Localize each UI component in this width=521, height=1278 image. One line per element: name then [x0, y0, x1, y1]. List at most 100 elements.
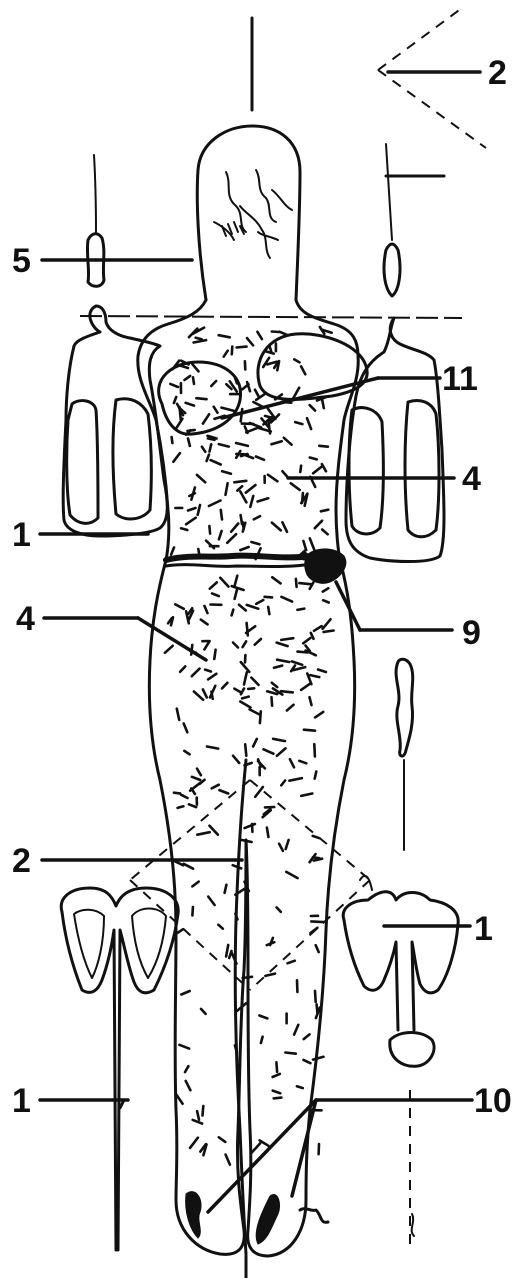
- hatch-mark: [321, 510, 328, 512]
- hatch-mark: [244, 672, 247, 684]
- hatch-mark: [313, 857, 319, 858]
- hatch-mark: [198, 549, 199, 557]
- hatch-mark: [174, 397, 176, 403]
- hatch-mark: [265, 597, 273, 598]
- hatch-mark: [185, 1066, 188, 1072]
- hatch-mark: [292, 661, 303, 664]
- hatch-mark: [295, 422, 302, 424]
- hatch-mark: [191, 488, 195, 500]
- hatch-mark: [218, 925, 223, 929]
- hatch-mark: [315, 772, 317, 779]
- hatch-mark: [197, 769, 201, 776]
- hatch-mark: [219, 335, 230, 337]
- hatch-mark: [300, 466, 301, 472]
- hatch-mark: [280, 332, 288, 335]
- hatch-mark: [256, 600, 263, 604]
- hatch-mark: [193, 1120, 202, 1124]
- hatch-mark: [202, 447, 205, 452]
- leader-lines: [40, 72, 480, 1212]
- hatch-mark: [214, 650, 215, 659]
- hatch-mark: [281, 781, 285, 786]
- hatch-mark: [313, 836, 320, 838]
- hatch-mark: [251, 542, 259, 544]
- hatch-mark: [313, 467, 322, 474]
- hatch-mark: [208, 674, 216, 680]
- hatch-mark: [210, 582, 217, 588]
- hatch-mark: [203, 689, 207, 697]
- hatch-mark: [277, 660, 289, 662]
- hatch-mark: [178, 365, 188, 368]
- hatch-mark: [247, 338, 253, 345]
- hatch-mark: [272, 332, 279, 333]
- hatch-mark: [287, 705, 294, 711]
- label-1-right: 1: [474, 910, 493, 948]
- hatch-mark: [188, 508, 196, 511]
- hatch-mark: [201, 1009, 206, 1014]
- dashed-angle-top: [378, 8, 486, 148]
- hatch-mark: [241, 409, 243, 421]
- hatch-mark: [257, 332, 262, 339]
- hatch-mark: [212, 785, 219, 789]
- hatch-mark: [289, 778, 302, 781]
- hatch-mark: [304, 1034, 310, 1039]
- hatch-mark: [198, 505, 200, 515]
- hatch-mark: [197, 832, 209, 835]
- hatch-mark: [243, 977, 252, 978]
- hatch-mark: [193, 377, 194, 384]
- hatch-mark: [294, 359, 299, 362]
- label-4-left: 4: [16, 600, 35, 638]
- label-2-mid: 2: [12, 842, 31, 880]
- hatch-mark: [242, 697, 249, 699]
- hatch-mark: [291, 483, 300, 490]
- hatch-mark: [234, 481, 246, 483]
- hatch-mark: [208, 897, 214, 905]
- hatch-mark: [265, 974, 275, 976]
- hatch-mark: [301, 366, 305, 374]
- hatch-mark: [250, 709, 259, 714]
- hatch-mark: [281, 691, 293, 692]
- hatch-mark: [286, 872, 297, 878]
- hatch-mark: [221, 510, 222, 520]
- hatch-mark: [203, 414, 209, 423]
- hatch-mark: [227, 534, 236, 543]
- label-10: 10: [474, 1082, 512, 1120]
- hatch-mark: [272, 683, 277, 687]
- hatch-mark: [303, 541, 306, 550]
- hatch-mark: [317, 1004, 318, 1013]
- hatch-mark: [239, 605, 246, 611]
- hatch-mark: [246, 455, 253, 458]
- hatch-mark: [315, 991, 316, 1002]
- right-mid-projection: [396, 659, 413, 850]
- hatch-mark: [172, 437, 173, 443]
- hatch-mark: [251, 678, 258, 685]
- hatch-mark: [196, 398, 206, 399]
- right-lower-section: [343, 876, 458, 1066]
- hatch-mark: [181, 528, 187, 530]
- hatch-mark: [219, 531, 222, 539]
- hatch-mark: [236, 443, 248, 446]
- right-upper-projection: [384, 144, 444, 296]
- hatch-mark: [189, 804, 196, 807]
- hatch-mark: [184, 724, 188, 733]
- hatch-mark: [247, 623, 248, 636]
- hatch-mark: [165, 646, 173, 653]
- hatch-mark: [220, 578, 228, 587]
- hatch-mark: [207, 455, 209, 461]
- label-4-right: 4: [462, 460, 481, 498]
- hatch-mark: [301, 683, 310, 690]
- hatch-mark: [209, 826, 218, 835]
- hatch-mark: [274, 1098, 282, 1099]
- hatch-mark: [284, 438, 292, 445]
- hatch-mark: [241, 840, 252, 842]
- hatch-mark: [211, 381, 216, 386]
- hatch-mark: [248, 688, 254, 689]
- hatch-mark: [255, 390, 259, 397]
- label-1-left: 1: [12, 516, 31, 554]
- hatch-mark: [190, 1138, 198, 1148]
- left-lower-section: [61, 888, 178, 1250]
- waist-band: [166, 549, 346, 583]
- hatch-mark: [254, 516, 260, 519]
- hatch-mark: [303, 638, 310, 643]
- hatch-mark: [229, 951, 231, 958]
- hatch-mark: [197, 1111, 199, 1120]
